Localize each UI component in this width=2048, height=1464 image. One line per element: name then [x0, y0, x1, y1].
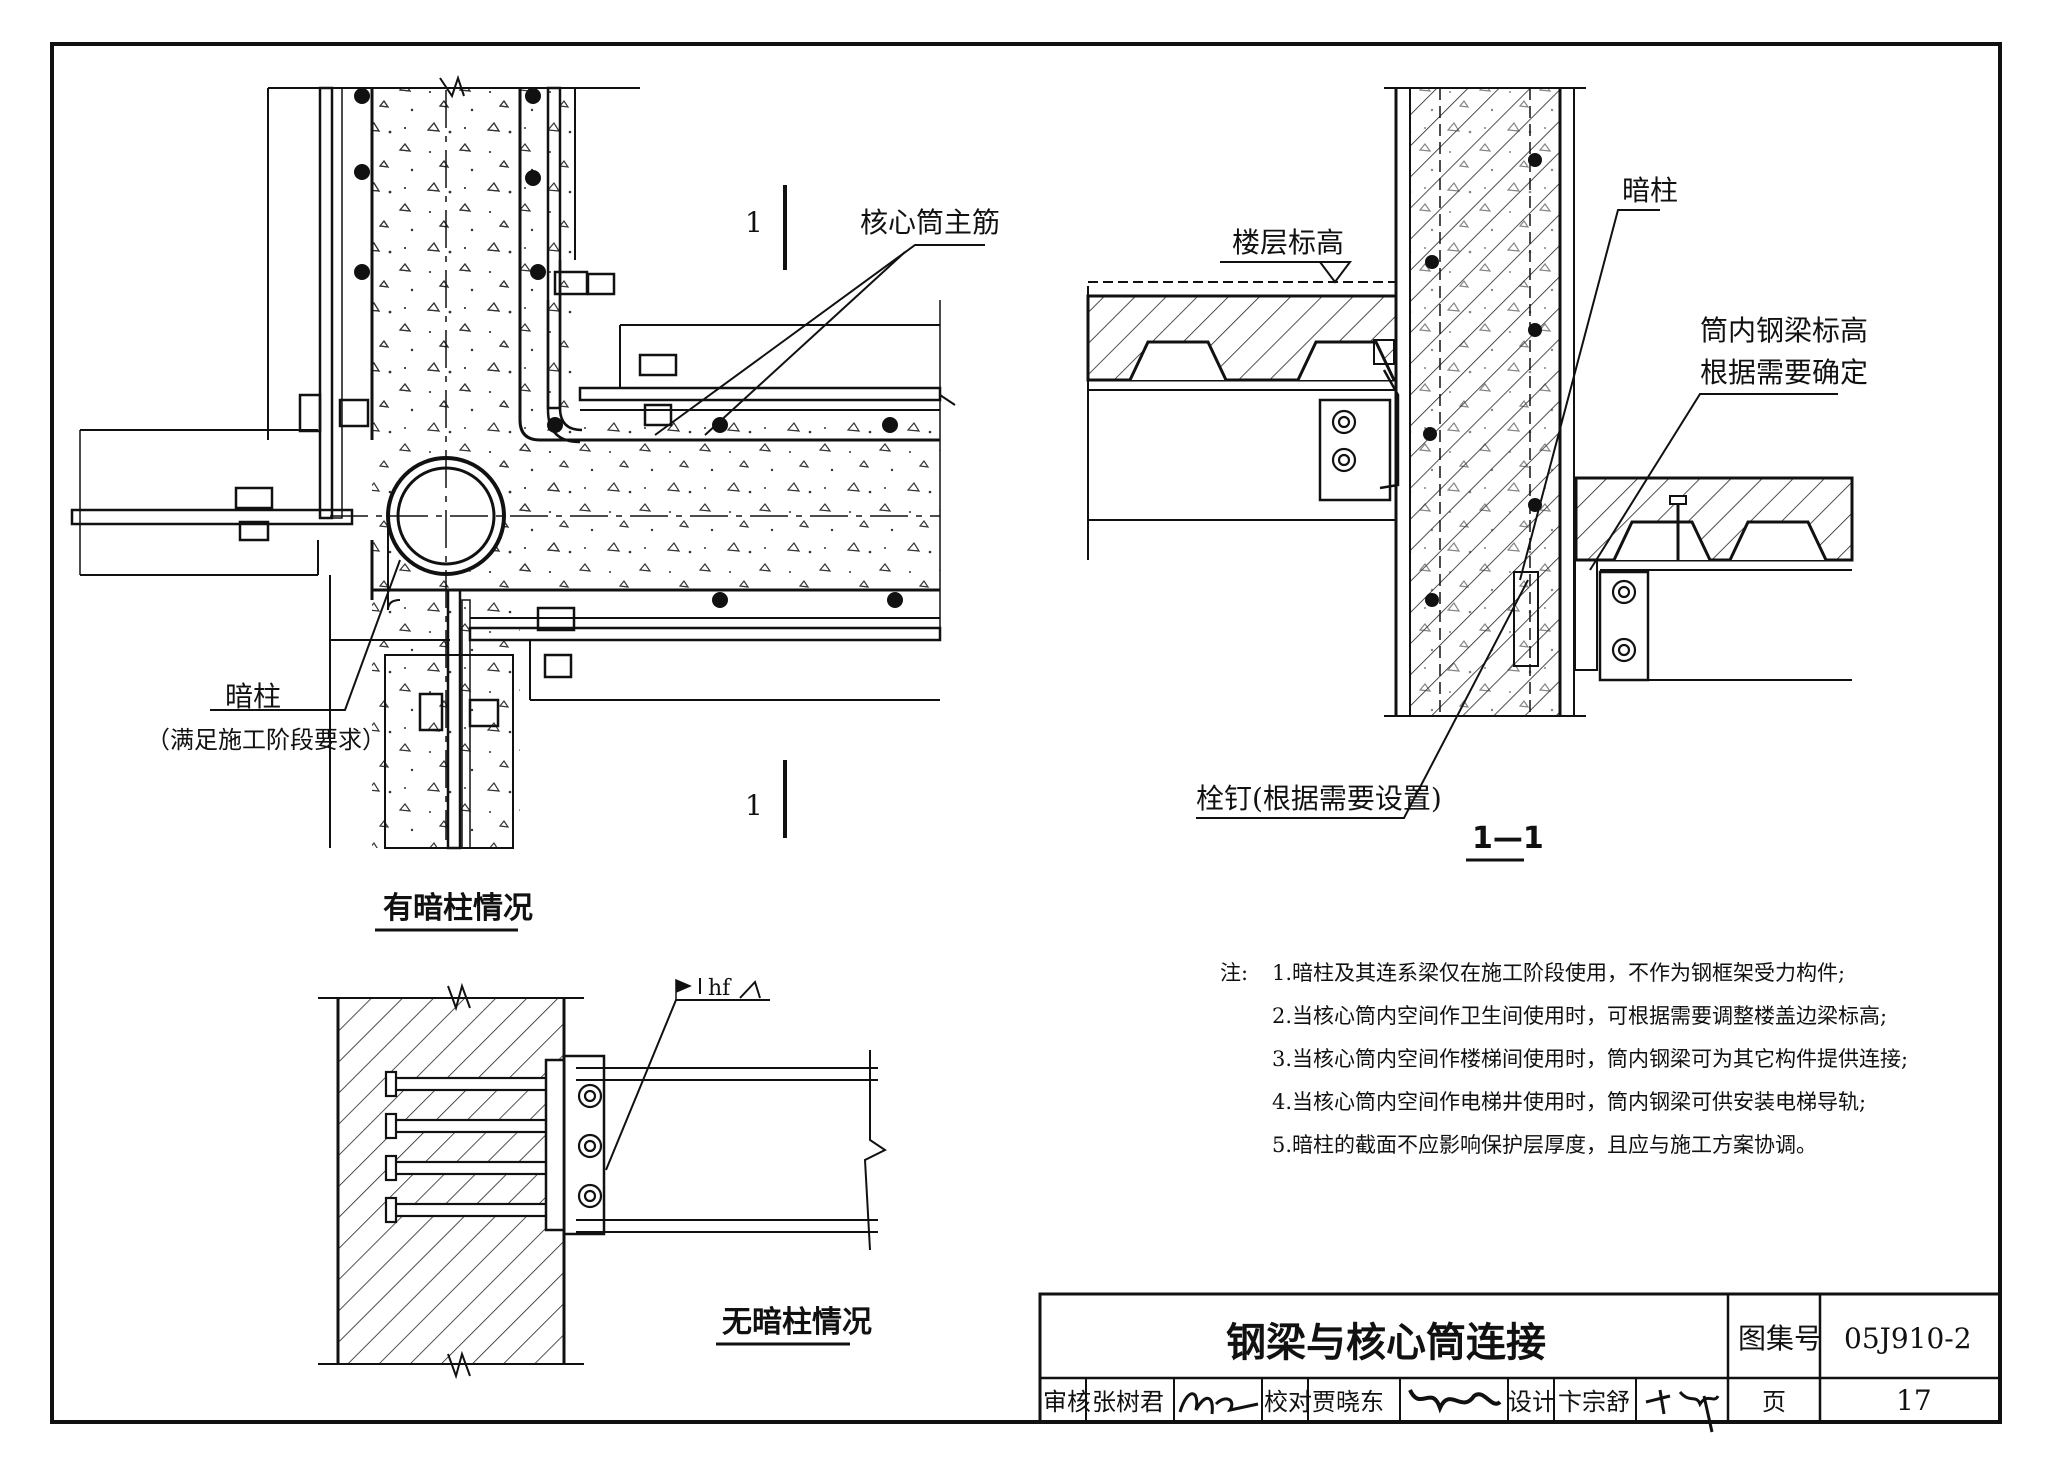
section-mark-bottom: 1: [745, 789, 763, 822]
check-signature: [1408, 1389, 1502, 1414]
detail-with-hidden-column: 1 1 核心筒主筋 暗柱 （满足施工阶段要求） 有暗柱情况: [70, 74, 1000, 932]
label-floor-level: 楼层标高: [1232, 226, 1344, 259]
detail-title-without-column: 无暗柱情况: [722, 1305, 872, 1340]
note-item: 3.当核心筒内空间作楼梯间使用时，筒内钢梁可为其它构件提供连接;: [1272, 1047, 1908, 1071]
note-item: 5.暗柱的截面不应影响保护层厚度，且应与施工方案协调。: [1272, 1133, 1817, 1157]
label-hidden-column: 暗柱: [225, 680, 281, 713]
atlas-label: 图集号: [1738, 1322, 1822, 1355]
detail-title-with-column: 有暗柱情况: [383, 891, 533, 926]
note-item: 4.当核心筒内空间作电梯井使用时，筒内钢梁可供安装电梯导轨;: [1272, 1090, 1866, 1114]
drawing-title: 钢梁与核心筒连接: [1226, 1320, 1546, 1366]
notes-prefix: 注:: [1220, 961, 1248, 985]
label-beam-level-2: 根据需要确定: [1700, 356, 1868, 389]
label-main-rebar: 核心筒主筋: [860, 206, 1000, 239]
label-stud: 栓钉(根据需要设置): [1196, 782, 1442, 815]
atlas-number: 05J910-2: [1844, 1322, 1972, 1355]
page-label: 页: [1762, 1388, 1786, 1416]
label-beam-level-1: 筒内钢梁标高: [1700, 314, 1868, 347]
design-name: 卞宗舒: [1558, 1388, 1630, 1416]
detail-without-hidden-column: hf 无暗柱情况: [318, 976, 887, 1380]
page-number: 17: [1896, 1384, 1932, 1417]
note-item: 1.暗柱及其连系梁仅在施工阶段使用，不作为钢框架受力构件;: [1272, 961, 1845, 985]
section-title-1-1: 1—1: [1472, 821, 1544, 856]
section-mark-top: 1: [745, 206, 763, 239]
notes-block: 注: 1.暗柱及其连系梁仅在施工阶段使用，不作为钢框架受力构件; 2.当核心筒内…: [1220, 961, 1908, 1157]
label-hidden-column-note: （满足施工阶段要求）: [146, 726, 386, 754]
review-name: 张树君: [1092, 1388, 1164, 1416]
label-hidden-column-section: 暗柱: [1622, 174, 1678, 207]
design-label: 设计: [1508, 1388, 1556, 1416]
section-1-1: 楼层标高 暗柱 筒内钢梁标高 根据需要确定 栓钉(根据需要设置) 1—1: [1086, 87, 1868, 862]
note-item: 2.当核心筒内空间作卫生间使用时，可根据需要调整楼盖边梁标高;: [1272, 1004, 1887, 1028]
design-signature: [1645, 1389, 1720, 1433]
sheet-border: [50, 42, 2002, 1424]
weld-size-label: hf: [708, 976, 732, 1001]
check-name: 贾晓东: [1312, 1388, 1384, 1416]
check-label: 校对: [1264, 1388, 1312, 1416]
review-signature: [1178, 1392, 1259, 1415]
review-label: 审核: [1043, 1388, 1091, 1416]
title-block: 钢梁与核心筒连接 图集号 05J910-2 审核 张树君 校对 贾晓东 设计 卞…: [1038, 1292, 2002, 1433]
